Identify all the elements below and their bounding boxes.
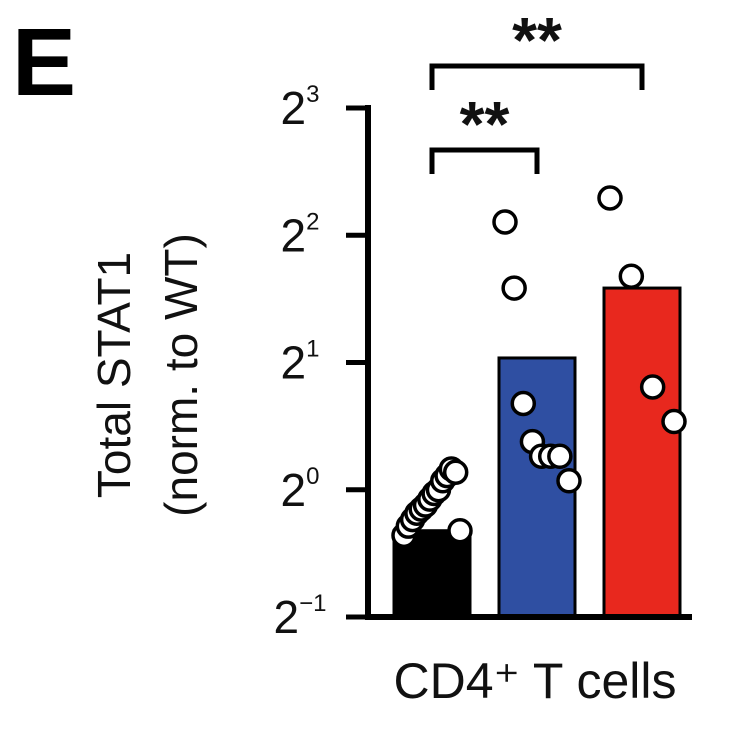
bar: [602, 286, 682, 619]
data-point: [510, 390, 537, 417]
significance-bracket: [429, 147, 540, 174]
data-point: [597, 185, 623, 211]
y-tick-label: 21: [281, 336, 320, 389]
y-tick-label: 20: [281, 463, 320, 516]
y-axis-title-line2: (norm. to WT): [155, 233, 207, 517]
data-point: [556, 468, 582, 494]
data-point: [618, 263, 645, 289]
y-tick-label: 23: [281, 81, 320, 134]
significance-bracket: [429, 63, 645, 90]
y-tick-label: 2−1: [274, 590, 327, 643]
x-axis-title: CD4⁺ T cells: [394, 653, 677, 709]
data-points: [391, 185, 687, 549]
data-point: [447, 517, 473, 544]
significance-label: **: [512, 4, 562, 76]
significance-label: **: [460, 88, 510, 160]
y-tick-label: 22: [281, 208, 320, 261]
data-point: [639, 374, 666, 400]
data-point: [547, 443, 573, 470]
data-point: [501, 275, 527, 301]
y-axis-title: Total STAT1 (norm. to WT): [88, 233, 207, 517]
y-axis-ticks: 23 22 21 20 2−1: [274, 81, 368, 643]
data-point: [442, 459, 469, 486]
significance-brackets: ****: [429, 4, 645, 174]
panel-label: E: [12, 9, 76, 116]
data-point: [492, 209, 518, 235]
data-point: [661, 408, 687, 435]
y-axis-title-line1: Total STAT1: [88, 252, 140, 498]
